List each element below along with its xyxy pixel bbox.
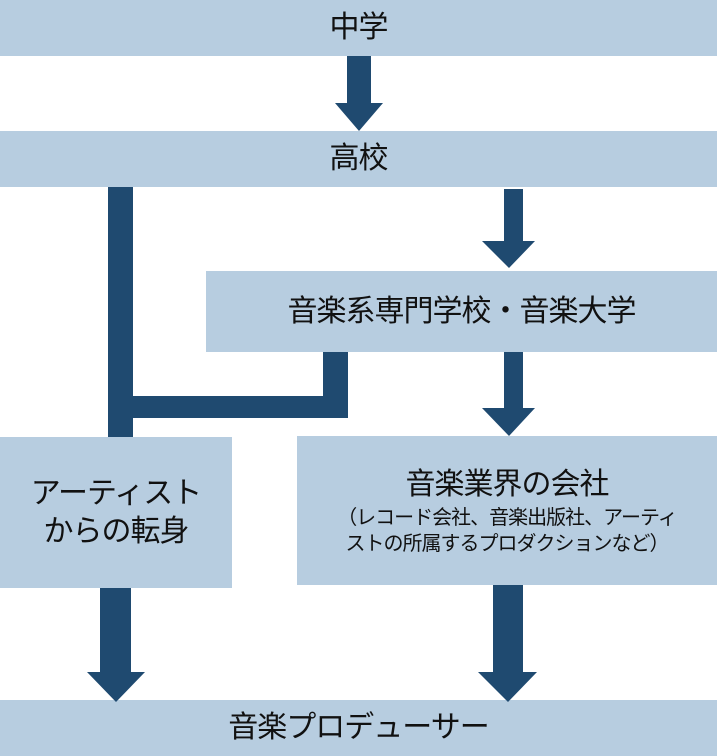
node-label: 中学 bbox=[329, 10, 389, 45]
node-note-line1: （レコード会社、音楽出版社、アーティ bbox=[337, 504, 678, 529]
node-label: 高校 bbox=[329, 141, 389, 176]
node-label: 音楽プロデューサー bbox=[228, 710, 489, 745]
arrow-music-school-to-company bbox=[482, 352, 535, 436]
node-label-line2: からの転身 bbox=[43, 513, 190, 549]
arrow-company-to-producer bbox=[478, 585, 537, 702]
node-music-producer: 音楽プロデューサー bbox=[0, 700, 717, 756]
arrow-high-school-to-music-school bbox=[482, 189, 535, 268]
node-label-line1: アーティスト bbox=[30, 475, 202, 511]
arrow-artist-to-producer bbox=[87, 588, 145, 702]
node-music-school: 音楽系専門学校・音楽大学 bbox=[206, 271, 717, 352]
node-high-school: 高校 bbox=[0, 131, 717, 187]
connector-highschool-to-artist bbox=[108, 187, 133, 437]
node-label: 音楽系専門学校・音楽大学 bbox=[287, 293, 637, 329]
node-junior-high: 中学 bbox=[0, 0, 717, 56]
node-note-line2: ストの所属するプロダクションなど） bbox=[345, 530, 670, 555]
connector-musicschool-to-left bbox=[108, 396, 348, 418]
node-artist-transition: アーティスト からの転身 bbox=[0, 437, 232, 588]
node-title: 音楽業界の会社 bbox=[405, 466, 610, 502]
node-music-company: 音楽業界の会社 （レコード会社、音楽出版社、アーティ ストの所属するプロダクショ… bbox=[297, 436, 717, 585]
arrow-junior-high-to-high-school bbox=[335, 56, 383, 131]
